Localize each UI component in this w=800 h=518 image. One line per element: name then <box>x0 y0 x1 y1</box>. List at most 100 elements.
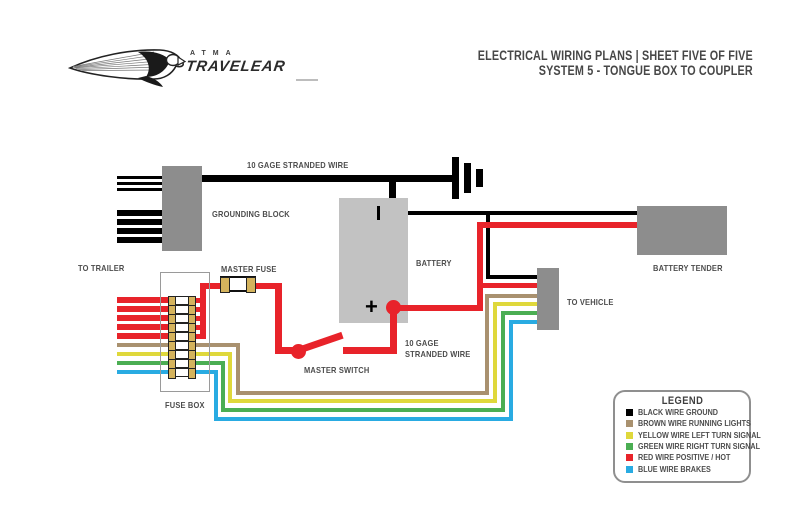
fuse-box <box>160 272 210 392</box>
legend-item: RED WIRE POSITIVE / HOT <box>626 452 749 463</box>
green-swatch-icon <box>626 443 633 451</box>
legend-item: BLUE WIRE BRAKES <box>626 463 749 474</box>
wire-segment <box>464 163 471 193</box>
legend-item: BLACK WIRE GROUND <box>626 407 749 418</box>
label-gage-wire-bottom-line2: STRANDED WIRE <box>405 349 471 359</box>
wire-segment <box>501 311 505 412</box>
wire-segment <box>117 176 162 179</box>
wire-segment <box>117 324 172 330</box>
battery-plus-marker: + <box>365 294 378 319</box>
wire-segment <box>493 302 497 403</box>
wire-segment <box>117 188 162 191</box>
wire-segment <box>509 320 537 324</box>
legend-panel: LEGEND BLACK WIRE GROUND BROWN WIRE RUNN… <box>613 390 761 483</box>
wire-segment <box>236 343 240 395</box>
wire-segment <box>202 175 453 182</box>
wire-segment <box>486 275 537 279</box>
wire-segment <box>192 316 202 321</box>
wire-segment <box>214 417 513 421</box>
wire-segment <box>192 352 232 356</box>
fuse <box>168 331 196 343</box>
blue-swatch-icon <box>626 465 633 473</box>
label-fuse-box: FUSE BOX <box>165 400 205 410</box>
label-to-vehicle: TO VEHICLE <box>567 297 614 307</box>
label-grounding-block: GROUNDING BLOCK <box>212 209 290 219</box>
fuse <box>168 349 196 361</box>
label-battery: BATTERY <box>416 258 452 268</box>
fuse <box>168 322 196 334</box>
sheet-title-line1: ELECTRICAL WIRING PLANS | SHEET FIVE OF … <box>477 48 753 63</box>
legend-title: LEGEND <box>661 395 704 407</box>
wire-segment <box>393 305 483 311</box>
red-swatch-icon <box>626 454 633 462</box>
copyright-fineprint <box>296 79 318 81</box>
wire-segment <box>393 211 637 215</box>
wire-segment <box>117 210 162 216</box>
legend-item-label: BLUE WIRE BRAKES <box>638 464 711 474</box>
brand-word-atma: ATMA <box>190 50 238 57</box>
wire-segment <box>221 361 225 412</box>
legend-item: GREEN WIRE RIGHT TURN SIGNAL <box>626 441 760 452</box>
wire-segment <box>200 283 206 339</box>
wire-segment <box>117 315 172 321</box>
wire-segment <box>343 347 393 354</box>
legend-item-label: RED WIRE POSITIVE / HOT <box>638 453 731 463</box>
wire-segment <box>117 352 172 356</box>
wire-segment <box>486 213 490 277</box>
fuse <box>168 295 196 307</box>
wire-segment <box>117 361 172 365</box>
fuse <box>168 313 196 325</box>
wire-segment <box>117 370 172 374</box>
fuse <box>168 367 196 379</box>
wire-segment <box>192 343 240 347</box>
wire-segment <box>214 370 218 421</box>
battery-tender-block <box>637 206 727 255</box>
label-gage-wire-bottom-line1: 10 GAGE <box>405 338 439 348</box>
legend-item-label: YELLOW WIRE LEFT TURN SIGNAL <box>638 430 761 440</box>
wire-segment <box>117 228 162 234</box>
wire-segment <box>276 347 300 354</box>
wire-segment <box>117 219 162 225</box>
brand-word-travelear: TRAVELEAR <box>184 58 287 75</box>
to-vehicle-block <box>537 268 559 330</box>
fuse <box>168 358 196 370</box>
master-fuse <box>220 276 256 293</box>
legend-item-label: BROWN WIRE RUNNING LIGHTS <box>638 419 751 429</box>
sheet-title-line2: SYSTEM 5 - TONGUE BOX TO COUPLER <box>538 63 753 78</box>
label-master-fuse: MASTER FUSE <box>221 264 277 274</box>
wire-segment <box>117 297 172 303</box>
brand-eagle-logo-icon <box>68 49 187 87</box>
wire-segment <box>192 325 202 330</box>
wire-segment <box>236 391 489 395</box>
label-to-trailer: TO TRAILER <box>78 263 125 273</box>
wire-segment <box>485 294 537 298</box>
wire-segment <box>254 283 278 289</box>
wire-segment <box>477 222 637 228</box>
legend-item-label: BLACK WIRE GROUND <box>638 408 719 418</box>
wire-segment <box>509 320 513 421</box>
wire-segment <box>493 302 537 306</box>
fuse <box>168 340 196 352</box>
sheet-title: ELECTRICAL WIRING PLANS | SHEET FIVE OF … <box>478 48 753 78</box>
label-master-switch: MASTER SWITCH <box>304 365 370 375</box>
wire-segment <box>501 311 537 315</box>
wire-segment <box>477 222 483 311</box>
battery-minus-marker <box>377 206 380 220</box>
wire-segment <box>228 352 232 403</box>
brown-swatch-icon <box>626 420 633 428</box>
wire-segment <box>390 308 397 354</box>
wire-segment <box>192 298 202 303</box>
wire-segment <box>117 343 172 347</box>
label-battery-tender: BATTERY TENDER <box>653 263 723 273</box>
legend-item-label: GREEN WIRE RIGHT TURN SIGNAL <box>638 442 761 452</box>
wire-segment <box>117 333 172 339</box>
wire-segment <box>117 182 162 185</box>
wire-segment <box>192 307 202 312</box>
wire-segment <box>275 283 282 354</box>
wire-segment <box>192 370 218 374</box>
wire-segment <box>481 283 537 288</box>
wire-segment <box>117 237 162 243</box>
wire-segment <box>221 408 505 412</box>
wire-segment <box>228 399 497 403</box>
wire-segment <box>203 283 222 289</box>
